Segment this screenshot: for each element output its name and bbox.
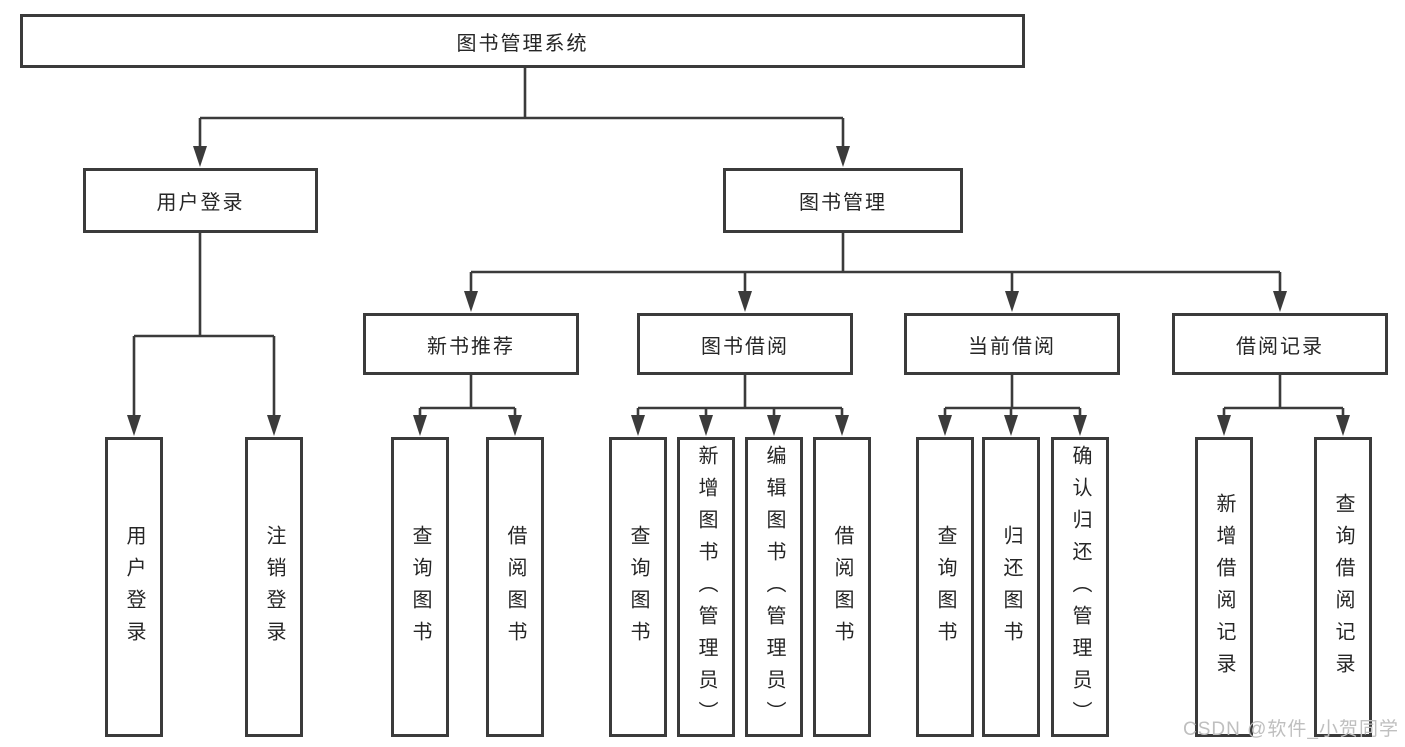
leaf-records-add-record: 新增借阅记录	[1195, 437, 1253, 737]
leaf-user-login: 用户登录	[105, 437, 163, 737]
leaf-current-return-books: 归还图书	[982, 437, 1040, 737]
node-book-borrow: 图书借阅	[637, 313, 853, 375]
node-borrow-records: 借阅记录	[1172, 313, 1388, 375]
leaf-borrow-edit-books-admin: 编辑图书（管理员）	[745, 437, 803, 737]
node-library-system: 图书管理系统	[20, 14, 1025, 68]
leaf-recommend-query-books: 查询图书	[391, 437, 449, 737]
node-user-login: 用户登录	[83, 168, 318, 233]
leaf-recommend-borrow-books: 借阅图书	[486, 437, 544, 737]
leaf-borrow-query-books: 查询图书	[609, 437, 667, 737]
node-new-book-recommend: 新书推荐	[363, 313, 579, 375]
leaf-current-query-books: 查询图书	[916, 437, 974, 737]
leaf-logout-login: 注销登录	[245, 437, 303, 737]
leaf-borrow-add-books-admin: 新增图书（管理员）	[677, 437, 735, 737]
node-book-management: 图书管理	[723, 168, 963, 233]
leaf-current-confirm-return-admin: 确认归还（管理员）	[1051, 437, 1109, 737]
leaf-borrow-borrow-books: 借阅图书	[813, 437, 871, 737]
leaf-records-query-record: 查询借阅记录	[1314, 437, 1372, 737]
csdn-watermark: CSDN @软件_小贺同学	[1183, 719, 1399, 740]
node-current-borrow: 当前借阅	[904, 313, 1120, 375]
